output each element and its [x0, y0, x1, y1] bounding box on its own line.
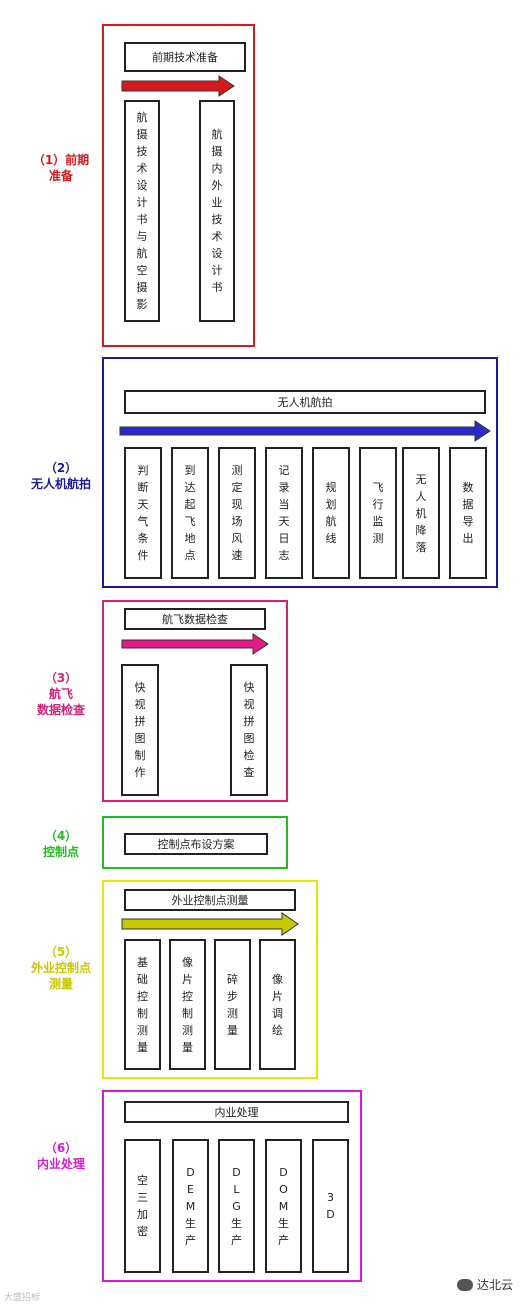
stage-2-step: 数据导出 [449, 447, 487, 579]
stage-3-arrow [121, 633, 269, 655]
stage-5-step: 像片调绘 [259, 939, 296, 1070]
stage-3-header: 航飞数据检查 [124, 608, 266, 630]
stage-5-step: 基础控制测量 [124, 939, 161, 1070]
stage-4-label: （4）控制点 [42, 829, 79, 859]
wechat-icon [456, 1278, 473, 1291]
stage-2-step: 测定现场风速 [218, 447, 256, 579]
stage-3-label: （3）航飞数据检查 [36, 671, 85, 717]
stage-6-step: DOM生产 [265, 1139, 302, 1273]
brand-logo: 达北云 [456, 1276, 513, 1293]
stage-5-label: （5）外业控制点测量 [30, 945, 91, 991]
stage-6-step: 3D [312, 1139, 349, 1273]
stage-3-step: 快视拼图检查 [230, 664, 268, 796]
stage-5-step: 像片控制测量 [169, 939, 206, 1070]
stage-6-header: 内业处理 [124, 1101, 349, 1123]
stage-1-header: 前期技术准备 [124, 42, 246, 72]
stage-6-step: DEM生产 [172, 1139, 209, 1273]
stage-3-step: 快视拼图制作 [121, 664, 159, 796]
stage-2-header: 无人机航拍 [124, 390, 486, 414]
stage-6-frame [102, 1090, 362, 1282]
stage-2-step: 飞行监测 [359, 447, 397, 579]
stage-1-frame [102, 24, 255, 347]
stage-2-step: 规划航线 [312, 447, 350, 579]
stage-3-frame [102, 600, 288, 802]
stage-5-arrow [121, 912, 299, 936]
stage-4-frame [102, 816, 288, 869]
stage-1-label: （1）前期准备 [32, 153, 90, 183]
stage-2-arrow [119, 420, 491, 442]
watermark: 大盛招标 [4, 1290, 40, 1303]
stage-2-step: 判断天气条件 [124, 447, 162, 579]
stage-2-label: （2）无人机航拍 [30, 461, 91, 491]
stage-2-step: 无人机降落 [402, 447, 440, 579]
stage-1-step: 航摄技术设计书与航空摄影 [124, 100, 160, 322]
stage-6-step: 空三加密 [124, 1139, 161, 1273]
stage-5-header: 外业控制点测量 [124, 889, 296, 911]
stage-6-step: DLG生产 [218, 1139, 255, 1273]
watermark-text: 大盛招标 [4, 1293, 41, 1303]
stage-2-frame [102, 357, 498, 588]
stage-6-label: （6）内业处理 [36, 1141, 85, 1171]
stage-5-step: 碎步测量 [214, 939, 251, 1070]
stage-5-frame [102, 880, 318, 1079]
stage-1-step: 航摄内外业技术设计书 [199, 100, 235, 322]
stage-2-step: 到达起飞地点 [171, 447, 209, 579]
stage-4-header: 控制点布设方案 [124, 833, 268, 855]
stage-2-step: 记录当天日志 [265, 447, 303, 579]
stage-1-arrow [121, 75, 235, 97]
brand-name: 达北云 [476, 1278, 513, 1292]
